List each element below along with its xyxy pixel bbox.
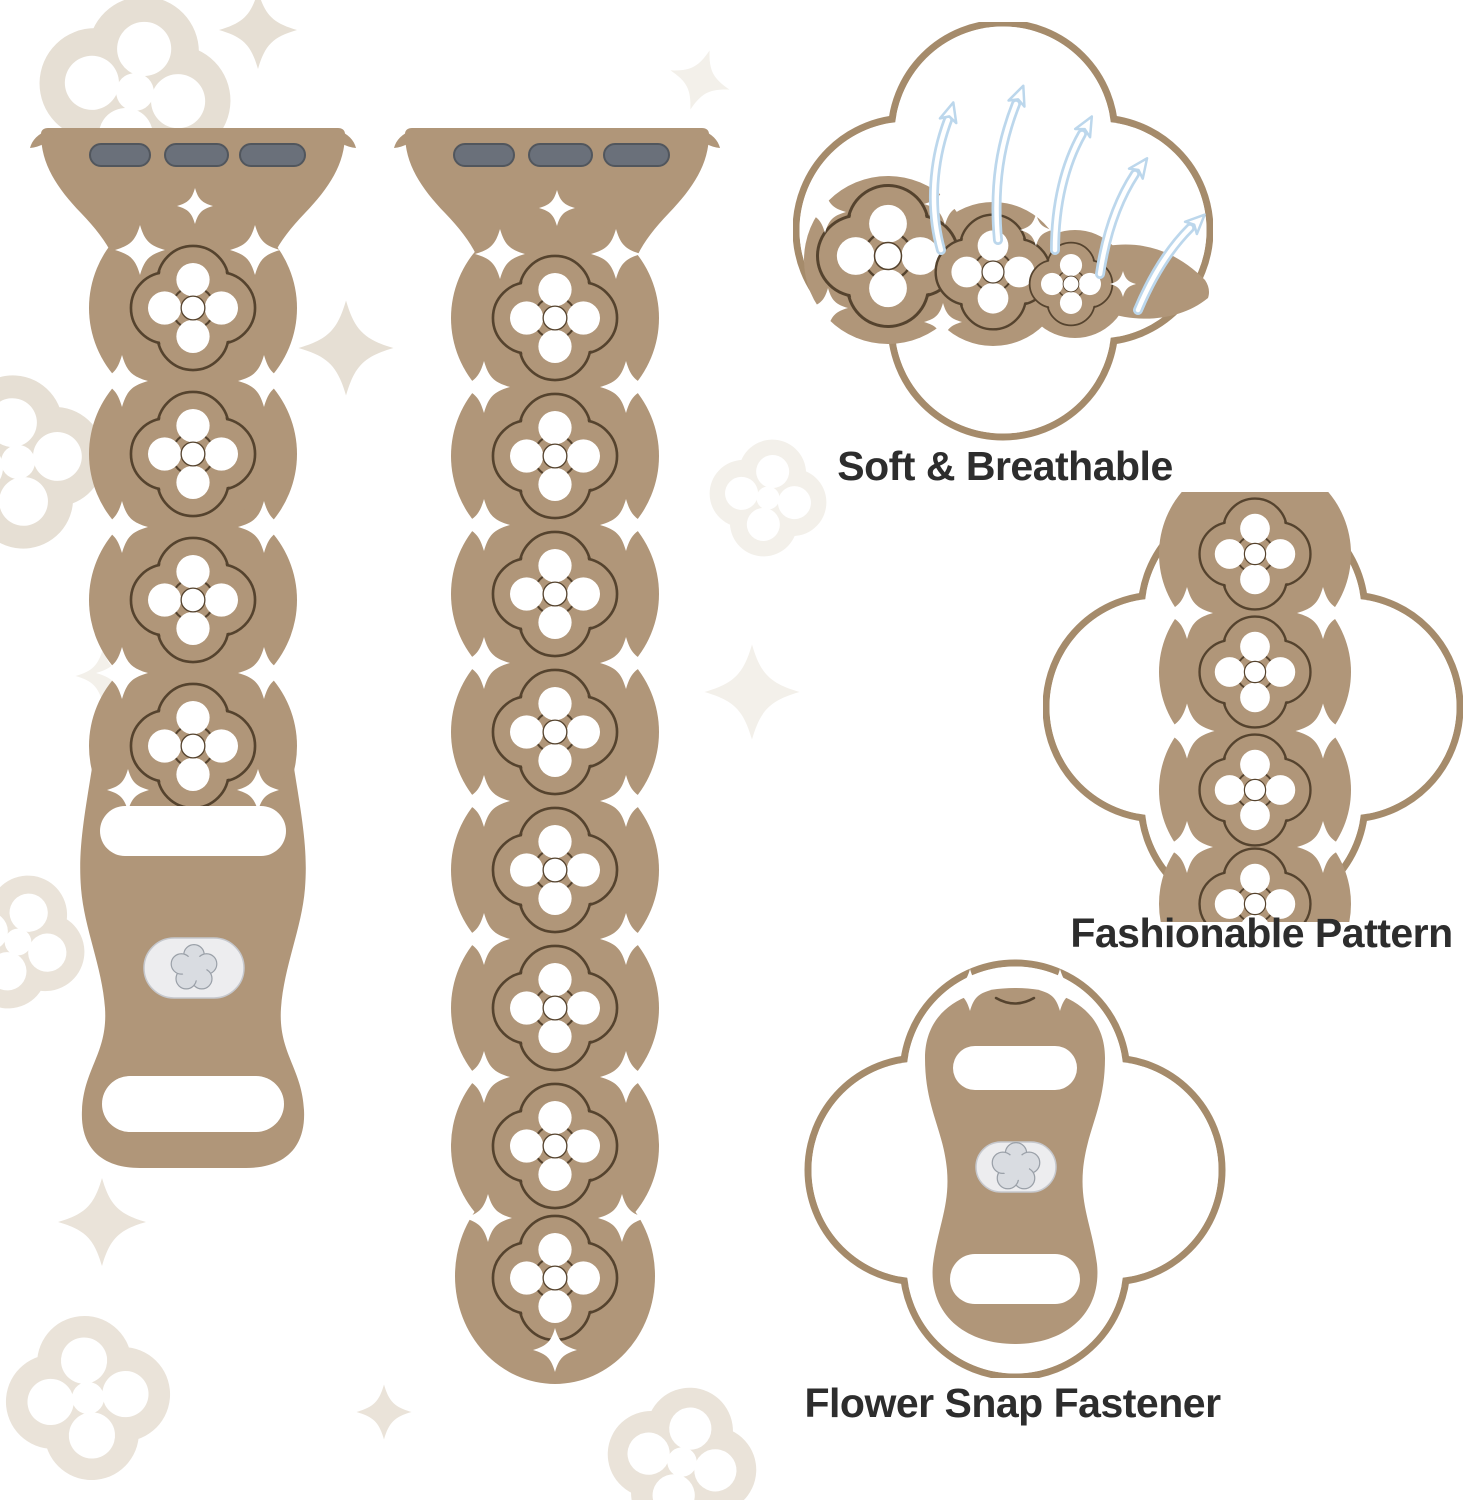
feature-callout-fashionable-pattern [1043,458,1463,1000]
feature-callout-flower-snap-fastener [800,958,1230,1383]
sparkle-icon [660,40,740,120]
fastener-closeup [925,969,1105,1344]
flower-snap-fastener-illustration [800,958,1230,1378]
strap-slot [953,1046,1077,1090]
airflow-arrows-icon [928,81,1212,315]
strap-slot [950,1254,1080,1304]
sparkle-icon [219,0,297,70]
fashionable-pattern-illustration [1043,458,1463,1000]
watch-band-buckle-side [29,128,357,1168]
feature-label-fashionable-pattern: Fashionable Pattern [1070,910,1453,956]
sparkle-icon [58,1178,146,1266]
feature-label-soft-breathable: Soft & Breathable [837,443,1173,489]
fastener-groove [994,996,1036,1005]
strap-slot [102,1076,284,1132]
soft-breathable-illustration [793,22,1213,442]
band-pattern-closeup [1159,458,1351,1000]
feature-label-flower-snap-fastener: Flower Snap Fastener [804,1380,1221,1426]
watch-band-tail-side [393,128,721,1384]
strap-slot [100,806,286,856]
wavy-band-section [804,176,1209,346]
feature-callout-soft-breathable [793,22,1213,447]
flower-icon [0,1307,179,1489]
